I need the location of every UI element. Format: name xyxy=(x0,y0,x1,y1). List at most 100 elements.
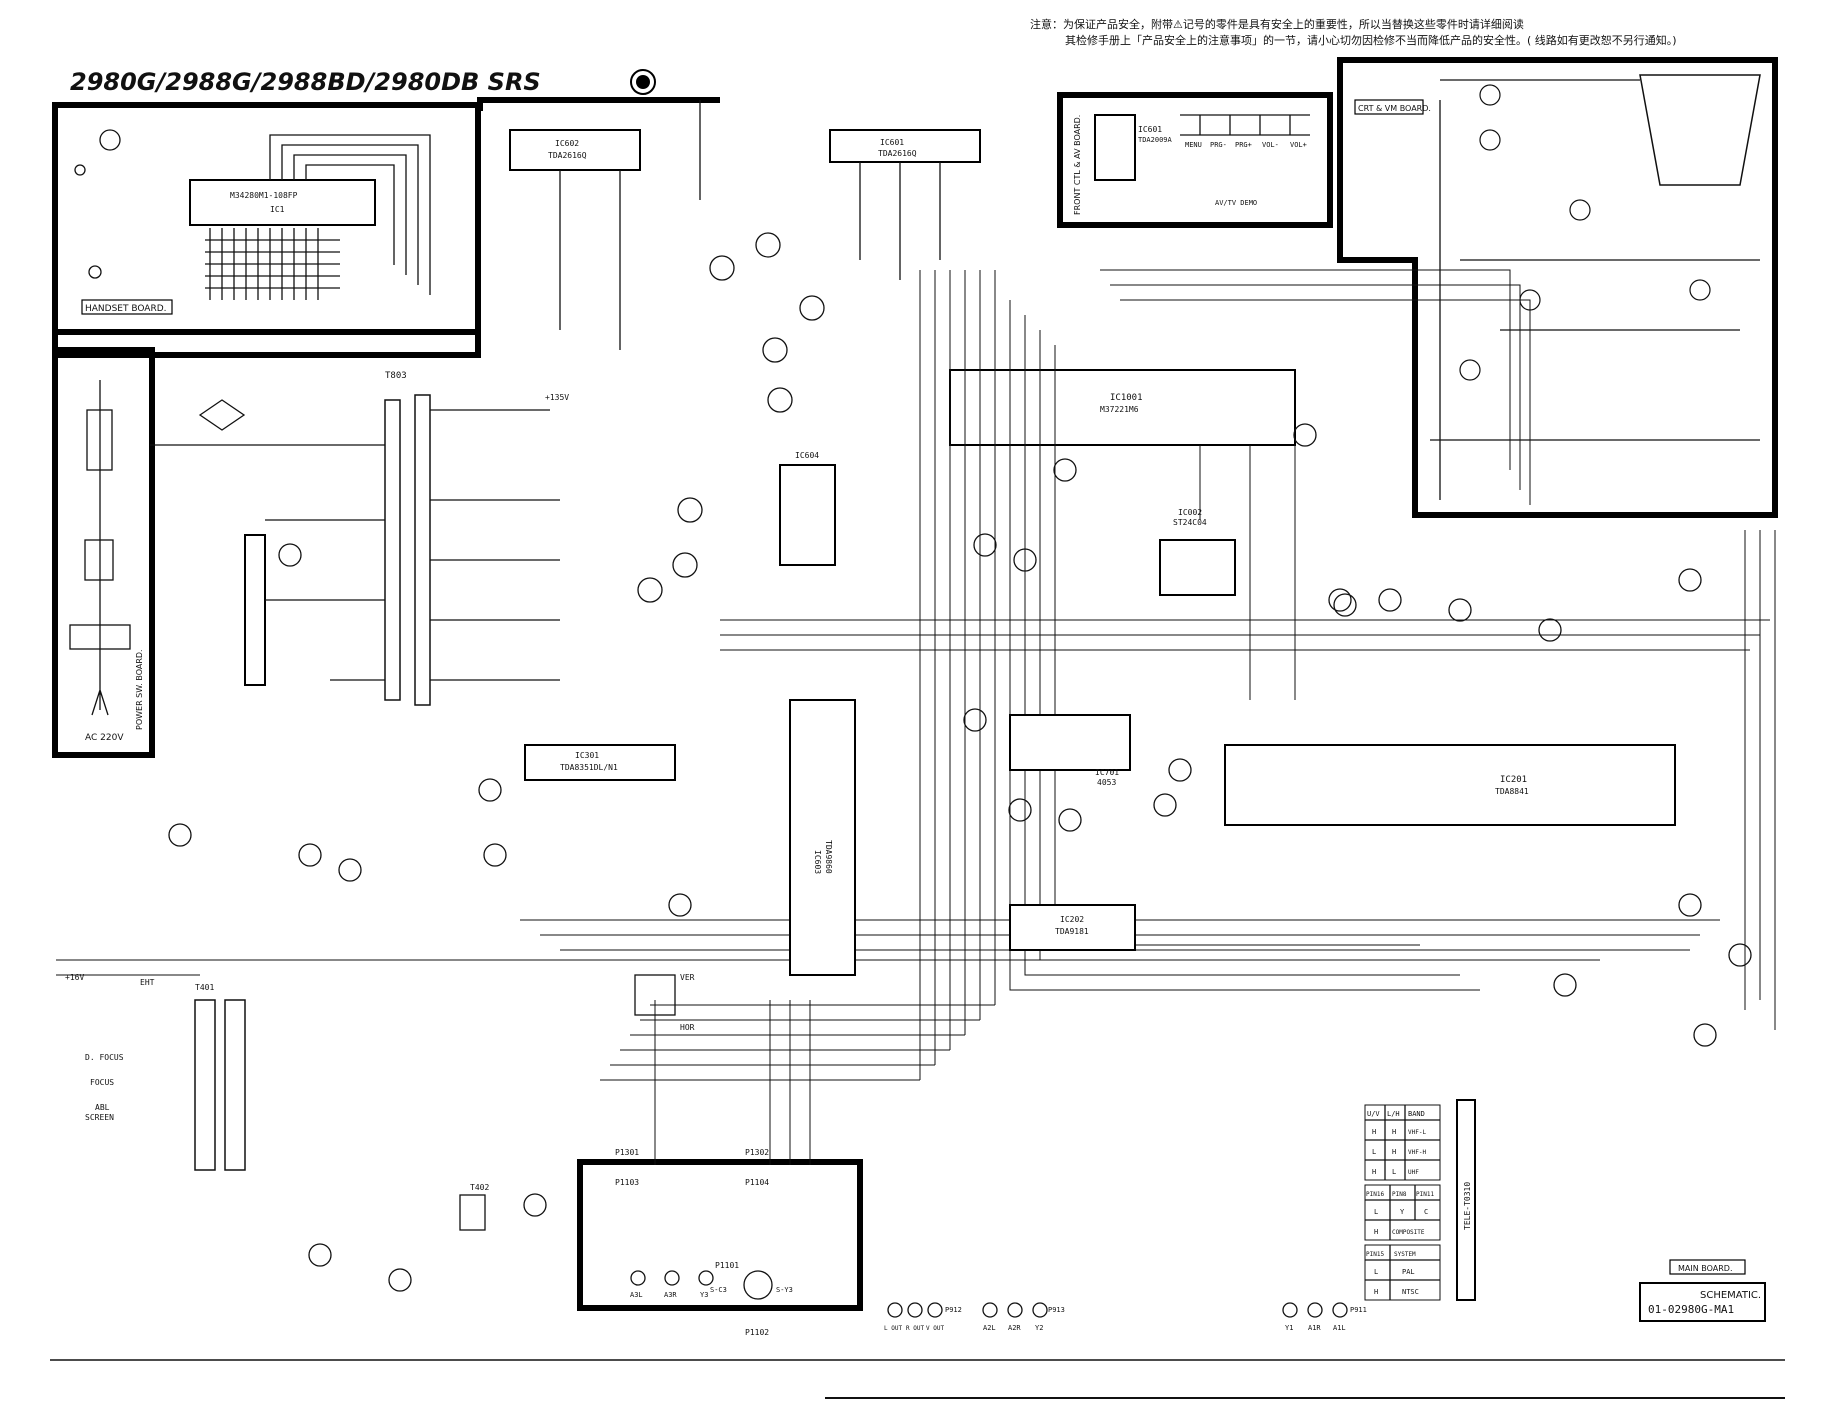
svg-text:H: H xyxy=(1392,1148,1396,1156)
svg-text:VHF-L: VHF-L xyxy=(1408,1129,1426,1136)
jack-y1-label: Y1 xyxy=(1285,1324,1293,1332)
svg-text:L: L xyxy=(1374,1268,1378,1276)
t402-label: T402 xyxy=(470,1183,489,1192)
jack-lout-label: L OUT xyxy=(884,1325,902,1332)
fbt-abl: ABL xyxy=(95,1103,110,1112)
svg-text:VHF-H: VHF-H xyxy=(1408,1149,1426,1156)
ic002-part: ST24C04 xyxy=(1173,518,1207,527)
ic701-chip xyxy=(1009,714,1131,771)
ic701-ref: IC701 xyxy=(1095,768,1119,777)
power-sw-board-label: POWER SW. BOARD. xyxy=(135,649,144,730)
jack-rout-label: R OUT xyxy=(906,1325,924,1332)
svg-text:Y: Y xyxy=(1400,1208,1405,1216)
jack-a2r-label: A2R xyxy=(1008,1324,1021,1332)
jack-a3r-icon xyxy=(664,1270,680,1286)
band-h2: L/H xyxy=(1387,1110,1400,1118)
av-jack-board: P1301 P1302 P1103 P1104 P1101 P1102 A3L … xyxy=(615,1148,1367,1337)
svg-text:L: L xyxy=(1374,1208,1378,1216)
p1104-label: P1104 xyxy=(745,1178,769,1187)
fbt-dfocus: D. FOCUS xyxy=(85,1053,124,1062)
ic1001-chip xyxy=(1094,114,1136,181)
key-prg-plus: PRG+ xyxy=(1235,141,1252,149)
fbt-focus: FOCUS xyxy=(90,1078,114,1087)
schematic-label: SCHEMATIC. xyxy=(1700,1290,1761,1301)
av-tv-demo-label: AV/TV DEMO xyxy=(1215,199,1257,207)
ic602-ref: IC602 xyxy=(555,139,579,148)
ic603-chip xyxy=(789,699,856,976)
band-table xyxy=(1364,1104,1441,1181)
bridge-rectifier-icon xyxy=(198,399,246,431)
p1102-label: P1102 xyxy=(745,1328,769,1337)
power-supply: T803 +135V xyxy=(150,371,703,706)
key-matrix xyxy=(205,134,431,300)
svhs-c3-label: S-C3 xyxy=(710,1286,727,1294)
led-icon xyxy=(74,164,86,176)
deflection-yoke-connector xyxy=(634,974,676,1016)
deflection-section: IC301 TDA8351DL/N1 VER HOR xyxy=(168,744,695,1032)
horizontal-label: HOR xyxy=(680,1023,695,1032)
key-menu: MENU xyxy=(1185,141,1202,149)
svg-text:C: C xyxy=(1424,1208,1428,1216)
svg-text:L: L xyxy=(1392,1168,1396,1176)
ic603-part: TDA9860 xyxy=(824,840,833,874)
svg-text:PIN8: PIN8 xyxy=(1392,1191,1407,1198)
ic301-ref: IC301 xyxy=(575,751,599,760)
ic701-part: 4053 xyxy=(1097,778,1116,787)
ic001-ref: IC1001 xyxy=(1110,393,1143,403)
safety-notice-line1: 注意：为保证产品安全，附带⚠记号的零件是具有安全上的重要性，所以当替换这些零件时… xyxy=(1030,17,1524,31)
svg-text:H: H xyxy=(1392,1128,1396,1136)
jack-a2l-label: A2L xyxy=(983,1324,996,1332)
ic201-part: TDA8841 xyxy=(1495,787,1529,796)
jack-a3r-label: A3R xyxy=(664,1291,677,1299)
ic603-ref: IC603 xyxy=(813,850,822,874)
bus-wires xyxy=(56,269,1776,1165)
jack-a3l-label: A3L xyxy=(630,1291,643,1299)
board-outlines xyxy=(52,57,1778,1311)
svg-text:H: H xyxy=(1372,1168,1376,1176)
p1301-label: P1301 xyxy=(615,1148,639,1157)
jack-a1r-label: A1R xyxy=(1308,1324,1321,1332)
ic1-chip xyxy=(189,179,376,226)
t401-label: T401 xyxy=(195,983,214,992)
supply-16-label: +16V xyxy=(65,973,84,982)
power-sw-board: AC 220V POWER SW. BOARD. xyxy=(69,380,144,743)
ic604-chip xyxy=(779,464,836,566)
svg-text:SYSTEM: SYSTEM xyxy=(1394,1251,1416,1258)
fbt-eht: EHT xyxy=(140,978,155,987)
jack-y2-label: Y2 xyxy=(1035,1324,1043,1332)
mcu-section: IC1001 M37221M6 IC002 ST24C04 xyxy=(949,369,1357,617)
key-prg-minus: PRG- xyxy=(1210,141,1227,149)
jack-a1l-label: A1L xyxy=(1333,1324,1346,1332)
ic201-ref: IC201 xyxy=(1500,775,1527,785)
t401-core xyxy=(194,999,216,1171)
svg-text:PAL: PAL xyxy=(1402,1268,1415,1276)
p912-label: P912 xyxy=(945,1306,962,1314)
svg-text:H: H xyxy=(1374,1288,1378,1296)
ic602-chip xyxy=(509,129,641,171)
svhs-jack-icon xyxy=(743,1270,773,1300)
band-h1: U/V xyxy=(1367,1110,1380,1118)
p1302-label: P1302 xyxy=(745,1148,769,1157)
p913-label: P913 xyxy=(1048,1306,1065,1314)
ic201-chip xyxy=(1224,744,1676,826)
front-ctl-board-label: FRONT CTL & AV BOARD. xyxy=(1073,115,1082,215)
handset-board: M34280M1-108FP IC1 HANDSET BOARD. xyxy=(74,129,431,315)
ic1-ref: IC1 xyxy=(270,205,285,214)
ac-input-label: AC 220V xyxy=(85,733,124,743)
tuner-part: TELE-T0310 xyxy=(1463,1182,1472,1230)
supply-135-label: +135V xyxy=(545,393,569,402)
svg-text:PIN16: PIN16 xyxy=(1366,1191,1384,1198)
band-h3: BAND xyxy=(1408,1110,1425,1118)
svg-text:NTSC: NTSC xyxy=(1402,1288,1419,1296)
svg-text:PIN11: PIN11 xyxy=(1416,1191,1434,1198)
fbt-section: T401 T402 ABL D. FOCUS FOCUS SCREEN EHT … xyxy=(65,973,547,1292)
safety-notice-line2: 其检修手册上「产品安全上的注意事项」的一节，请小心切勿因检修不当而降低产品的安全… xyxy=(1065,33,1677,47)
ic202-part: TDA9181 xyxy=(1055,927,1089,936)
tuner-section: U/V L/H BAND H H VHF-L L H VHF-H H L UHF… xyxy=(1364,1099,1476,1301)
ir-sensor-icon xyxy=(88,265,102,279)
ic601-ref: IC601 xyxy=(880,138,904,147)
p1103-label: P1103 xyxy=(615,1178,639,1187)
ic1001-ref: IC601 xyxy=(1138,125,1162,134)
av-switch-section: IC701 4053 IC202 TDA9181 xyxy=(963,708,1192,951)
q01-transistor-icon xyxy=(99,129,121,151)
